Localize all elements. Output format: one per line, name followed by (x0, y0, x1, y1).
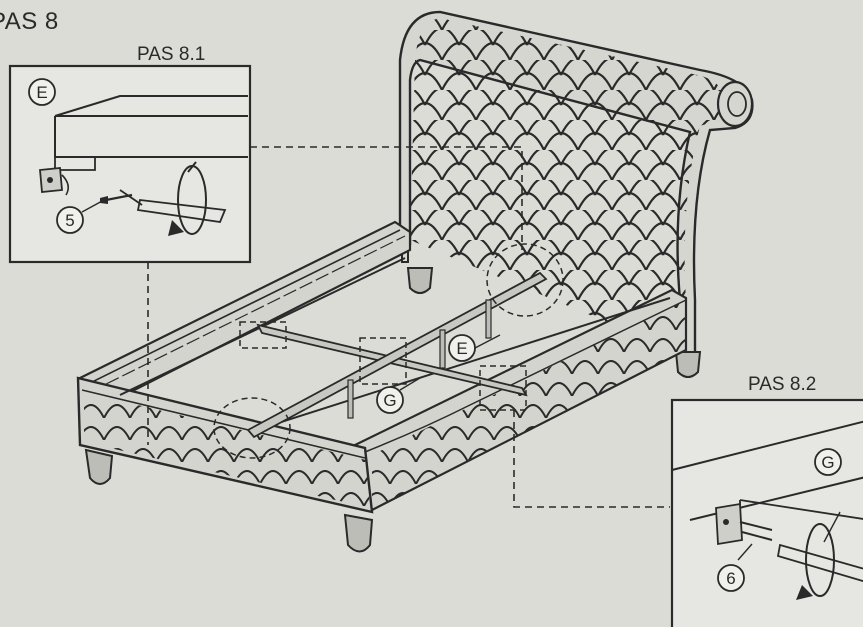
headboard (398, 10, 754, 362)
detail-2-part-callout: G (814, 448, 842, 476)
footboard (76, 376, 374, 514)
detail-1-title: PAS 8.1 (137, 44, 206, 65)
bed-center-rail-label: G (383, 391, 396, 410)
headboard-leg-left (406, 267, 434, 294)
side-rail-leader (474, 334, 501, 349)
bed-side-rail-callout: E (448, 334, 476, 362)
detail-1-part-label: E (36, 83, 47, 102)
detail-2-part-label: G (821, 453, 834, 472)
leader-lines (147, 146, 670, 508)
detail-2-hardware-label: 6 (726, 569, 735, 588)
foot-leg-right (343, 513, 374, 553)
left-side-rail (78, 220, 412, 412)
step-title: PAS 8 (0, 8, 59, 35)
detail-1-part-callout: E (28, 78, 56, 106)
center-rail-leader (399, 377, 421, 391)
support-legs (347, 299, 492, 419)
connection-markers (213, 243, 564, 459)
bed-center-rail-callout: G (376, 386, 404, 414)
inner-ledge-right (249, 297, 671, 433)
detail-panel-8-2 (670, 398, 863, 627)
headboard-leg-right (674, 351, 702, 378)
cross-rail (246, 271, 548, 439)
foot-leg-left (84, 448, 114, 485)
right-side-rail (353, 288, 688, 512)
detail-1-hardware-label: 5 (65, 211, 74, 230)
detail-2-title: PAS 8.2 (748, 374, 817, 395)
detail-1-hardware-callout: 5 (56, 206, 84, 234)
bed-side-rail-label: E (456, 339, 467, 358)
detail-2-hardware-callout: 6 (717, 564, 745, 592)
